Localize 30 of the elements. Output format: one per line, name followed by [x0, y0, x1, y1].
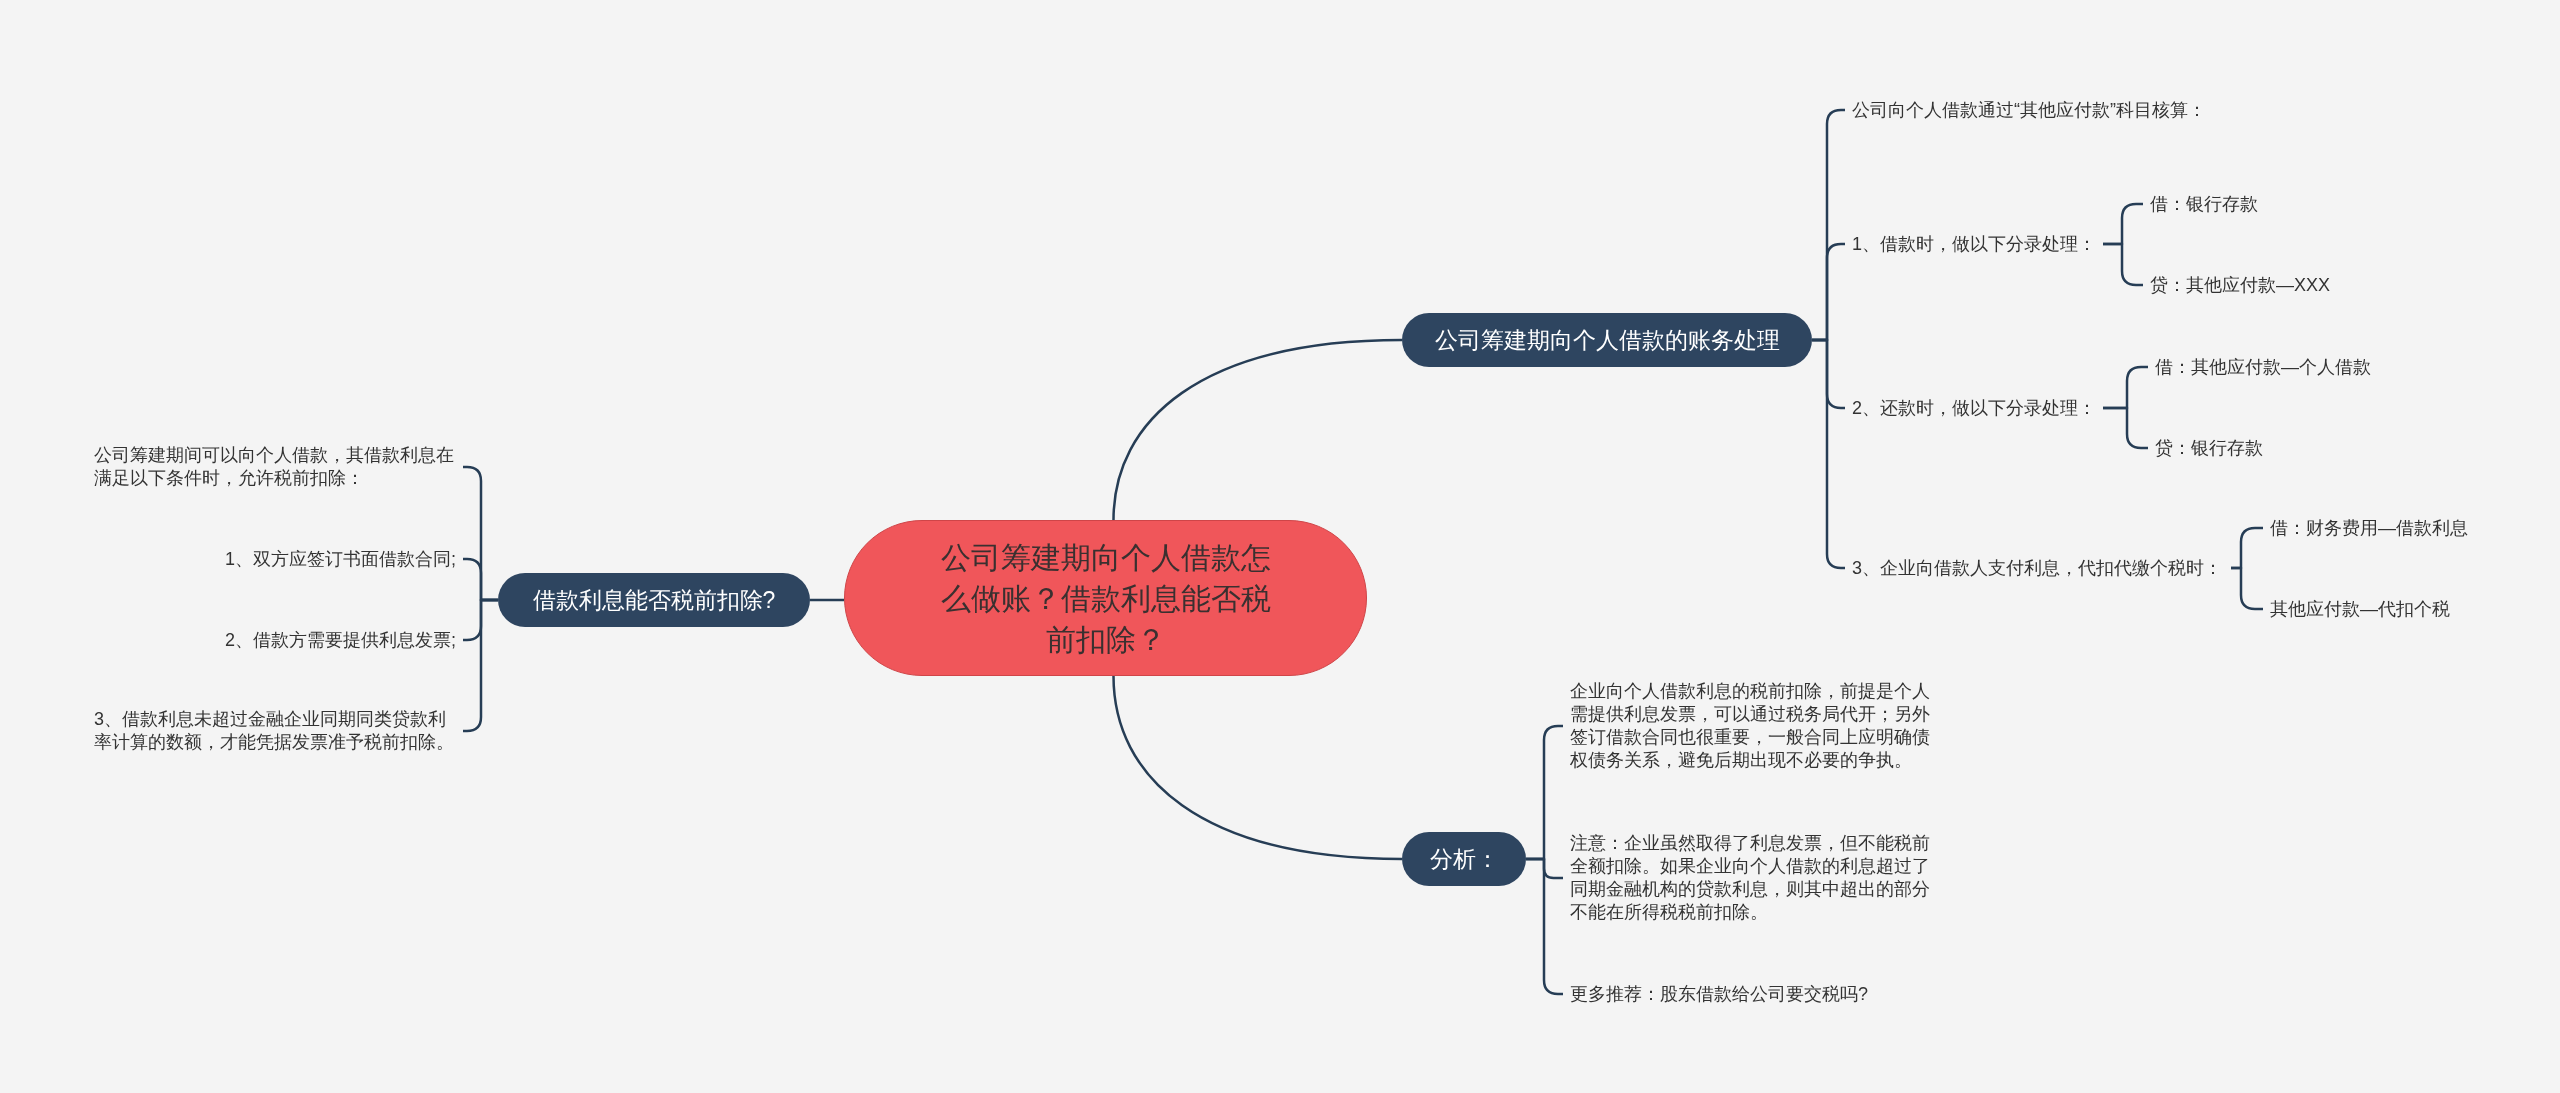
topic-text: 借：银行存款 — [2150, 192, 2258, 216]
branch-title: 分析： — [1429, 844, 1499, 874]
branch-connector — [1112, 338, 1403, 521]
bracket-connector — [2231, 566, 2263, 611]
branch-topic — [1402, 832, 1526, 886]
branch-connector — [810, 598, 844, 602]
topic-text: 3、借款利息未超过金融企业同期同类贷款利率计算的数额，才能凭据发票准予税前扣除。 — [94, 708, 455, 754]
branch-topic — [1402, 313, 1812, 367]
topic-text: 公司筹建期间可以向个人借款，其借款利息在满足以下条件时，允许税前扣除： — [94, 444, 455, 490]
topic-text: 3、企业向借款人支付利息，代扣代缴个税时： — [1852, 556, 2223, 580]
topic-text: 借：财务费用—借款利息 — [2270, 516, 2468, 540]
topic-text: 贷：其他应付款—XXX — [2150, 273, 2331, 297]
branch-title: 公司筹建期向个人借款的账务处理 — [1434, 325, 1780, 355]
branch-title: 借款利息能否税前扣除? — [532, 585, 776, 615]
branch-connector — [1112, 675, 1403, 861]
topic-text: 1、双方应签订书面借款合同; — [225, 547, 456, 571]
topic-text: 其他应付款—代扣个税 — [2270, 597, 2450, 621]
topic-text: 贷：银行存款 — [2155, 436, 2263, 460]
topic-text: 注意：企业虽然取得了利息发票，但不能税前全额扣除。如果企业向个人借款的利息超过了同期金融机构的贷款利息，则其中超出的部分不能在所得税税前扣除。 — [1570, 832, 1931, 924]
topic-text: 2、借款方需要提供利息发票; — [225, 628, 456, 652]
bracket-connector — [2103, 406, 2148, 450]
topic-text: 借：其他应付款—个人借款 — [2155, 355, 2371, 379]
topic-text: 2、还款时，做以下分录处理： — [1852, 396, 2096, 420]
topic-text: 企业向个人借款利息的税前扣除，前提是个人需提供利息发票，可以通过税务局代开；另外签订借款合同也很重要，一般合同上应明确债权债务关系，避免后期出现不必要的争执。 — [1570, 680, 1931, 772]
topic-text: 公司向个人借款通过“其他应付款”科目核算： — [1852, 98, 2207, 122]
bracket-connector — [2103, 242, 2143, 287]
topic-title: 公司筹建期向个人借款怎么做账？借款利息能否税前扣除？ — [939, 539, 1272, 658]
branch-topic — [498, 573, 810, 627]
topic-text: 更多推荐：股东借款给公司要交税吗? — [1570, 982, 1868, 1006]
topic-text: 1、借款时，做以下分录处理： — [1852, 232, 2096, 256]
